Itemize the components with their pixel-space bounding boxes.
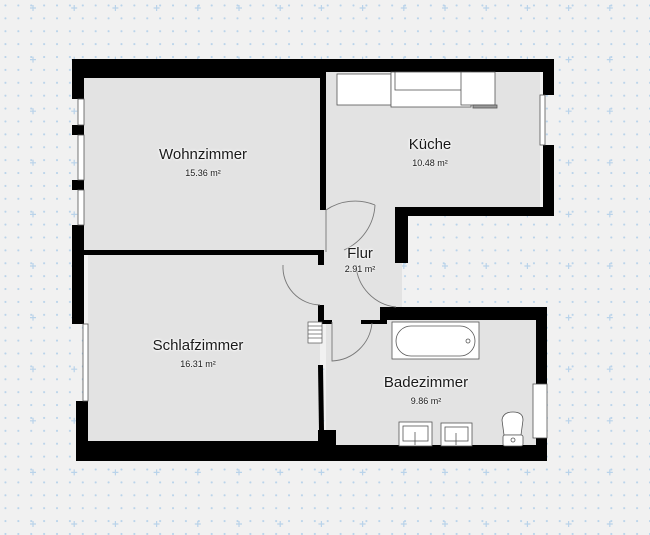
door-schlafzimmer — [282, 264, 321, 306]
window-wohnzimmer-3 — [77, 189, 85, 226]
toilet — [501, 411, 524, 436]
window-wohnzimmer-2 — [77, 134, 85, 181]
door-badezimmer — [355, 264, 397, 308]
room-name: Flur — [347, 245, 373, 262]
room-area: 10.48 m² — [412, 158, 448, 168]
room-area: 9.86 m² — [410, 396, 442, 406]
room-name: Badezimmer — [383, 374, 469, 391]
bathroom-fixtures — [391, 321, 524, 447]
kitchen-fixtures — [336, 71, 498, 109]
window-wohnzimmer-1 — [77, 98, 85, 126]
floors — [84, 72, 540, 446]
door-kueche — [343, 204, 376, 251]
room-area: 16.31 m² — [180, 359, 216, 369]
floor-flur[interactable] — [320, 207, 402, 320]
room-label-flur: Flur 2.91 m² — [345, 245, 376, 275]
room-name: Schlafzimmer — [152, 337, 244, 354]
room-area: 15.36 m² — [185, 168, 221, 178]
window-schlafzimmer — [82, 323, 89, 402]
room-label-schlafzimmer: Schlafzimmer 16.31 m² — [153, 337, 244, 370]
window-kueche — [539, 94, 546, 146]
window-badezimmer — [532, 383, 548, 439]
kitchen-counter-left — [336, 73, 392, 106]
stove — [394, 71, 464, 91]
door-bad-entry — [331, 322, 373, 362]
room-label-kueche: Küche 10.48 m² — [409, 136, 452, 169]
room-label-wohnzimmer: Wohnzimmer 15.36 m² — [159, 146, 247, 179]
floor-schlafzimmer[interactable] — [88, 255, 320, 441]
room-label-badezimmer: Badezimmer 9.86 m² — [384, 374, 468, 407]
room-name: Wohnzimmer — [158, 146, 248, 163]
walls — [72, 59, 554, 461]
windows — [77, 94, 548, 439]
room-area: 2.91 m² — [344, 264, 376, 274]
refrigerator — [460, 71, 496, 106]
floor-wohnzimmer[interactable] — [84, 78, 320, 250]
radiator-flur — [307, 321, 323, 344]
doors — [282, 200, 397, 362]
room-name: Küche — [408, 136, 452, 153]
door-wohnzimmer — [325, 200, 376, 252]
